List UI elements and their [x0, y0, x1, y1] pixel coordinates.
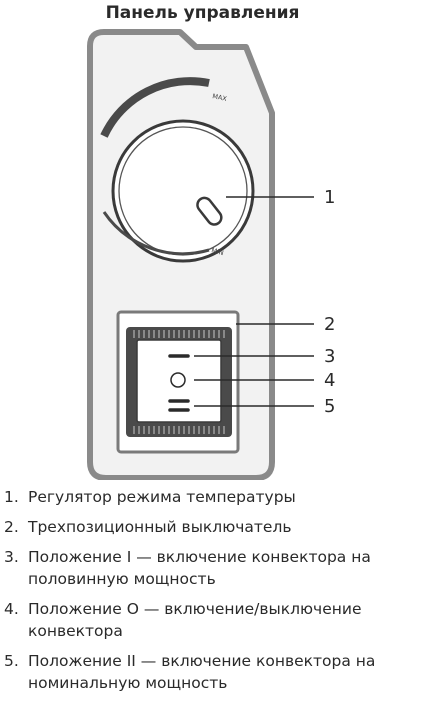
scale-arc-thin — [102, 211, 210, 256]
callout-number-5: 5 — [324, 396, 335, 417]
legend-item-number: 3. — [4, 548, 19, 566]
legend-item: 1. Регулятор режима температуры — [4, 486, 422, 508]
scale-max-label: MAX — [212, 92, 228, 103]
legend-item-number: 2. — [4, 518, 19, 536]
callout-number-3: 3 — [324, 346, 335, 367]
legend-item: 4. Положение O — включение/выключение кон… — [4, 598, 422, 642]
legend-list: 1. Регулятор режима температуры 2. Трехпоз… — [4, 486, 422, 702]
control-panel-diagram: MAX MIN — [87, 29, 335, 480]
rocker-switch[interactable] — [126, 327, 232, 437]
legend-item-number: 4. — [4, 600, 19, 618]
panel-title: Панель управления — [105, 3, 300, 23]
legend-item: 3. Положение I — включение конвектора на … — [4, 546, 422, 590]
legend-item-text: Положение II — включение конвектора на н… — [28, 652, 376, 692]
legend-item-number: 5. — [4, 652, 19, 670]
legend-item-text: Положение I — включение конвектора на по… — [28, 548, 371, 588]
switch-grip-top — [133, 330, 225, 338]
callout-lines — [194, 196, 314, 407]
position-off-mark — [170, 372, 186, 388]
scale-arc-thick — [100, 77, 210, 138]
callout-number-2: 2 — [324, 314, 335, 335]
callout-number-4: 4 — [324, 370, 335, 391]
scale-min-label: MIN — [210, 246, 224, 257]
switch-grip-bottom — [133, 426, 225, 434]
rocker-face — [136, 339, 222, 423]
legend-item: 2. Трехпозиционный выключатель — [4, 516, 422, 538]
legend-item-text: Регулятор режима температуры — [28, 488, 296, 506]
legend-item: 5. Положение II — включение конвектора на… — [4, 650, 422, 694]
legend-item-text: Трехпозиционный выключатель — [28, 518, 292, 536]
legend-item-number: 1. — [4, 488, 19, 506]
legend-item-text: Положение O — включение/выключение конве… — [28, 600, 362, 640]
callout-number-1: 1 — [324, 187, 335, 208]
